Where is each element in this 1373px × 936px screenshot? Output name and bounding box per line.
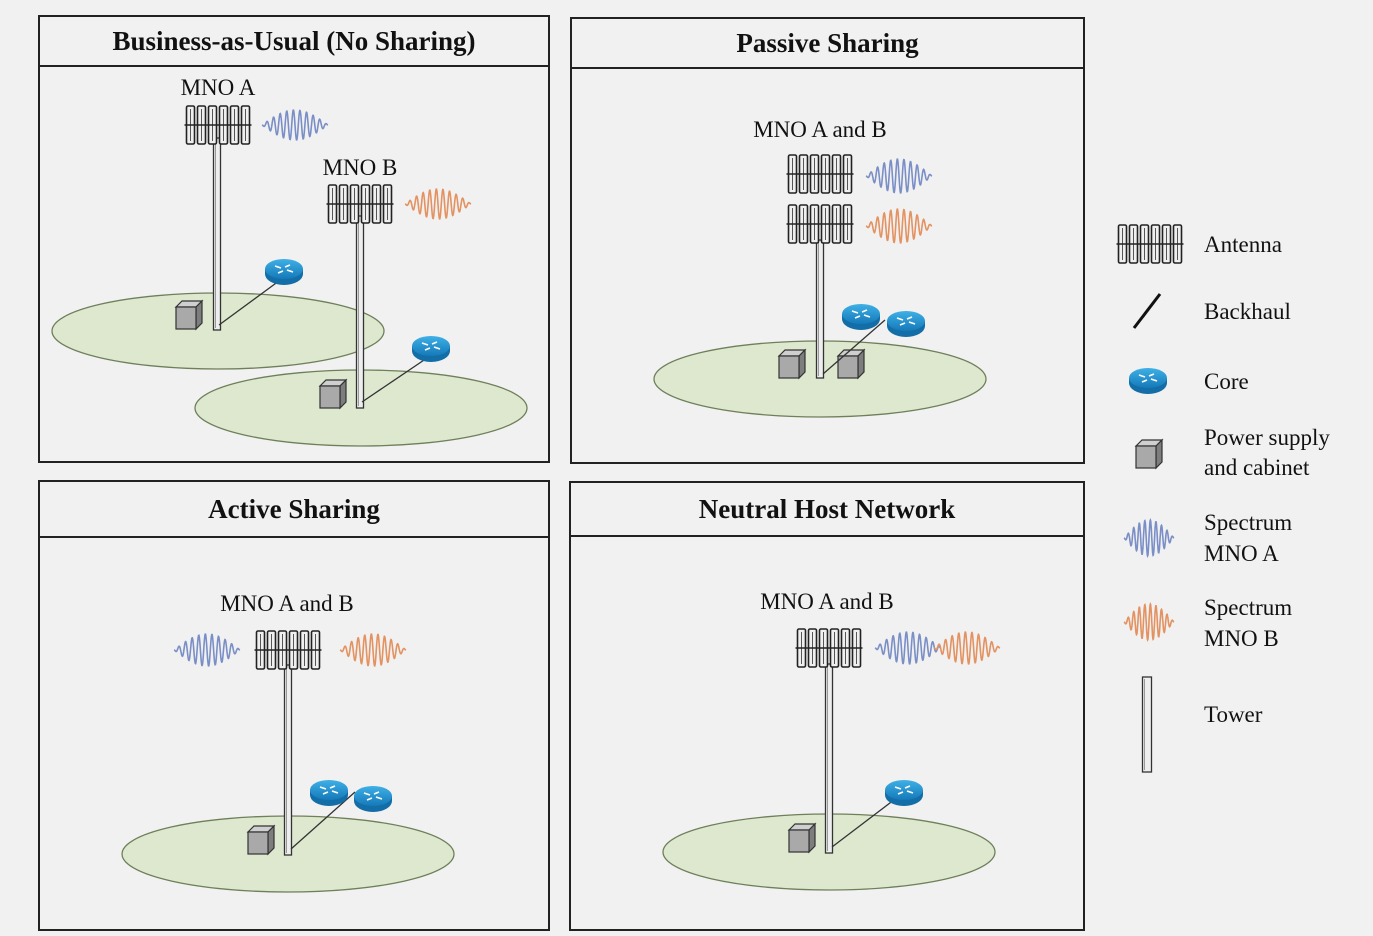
backhaul-link (822, 319, 886, 375)
mno-a-label: MNO A (181, 75, 256, 100)
antenna-icon (795, 628, 863, 668)
core-router-icon (887, 311, 925, 337)
core-router-icon (885, 780, 923, 806)
panel-title: Active Sharing (40, 482, 548, 538)
backhaul-link (361, 355, 431, 403)
panel-title: Neutral Host Network (571, 483, 1083, 537)
tower-icon (283, 664, 293, 856)
legend-antenna-label: Antenna (1204, 232, 1282, 257)
legend-backhaul-label: Backhaul (1204, 299, 1291, 324)
spectrum-a-wave (865, 158, 933, 194)
core-router-icon (265, 259, 303, 285)
cabinet-icon (318, 378, 348, 410)
spectrum-b-wave (933, 631, 1001, 665)
cabinet-icon (777, 348, 807, 380)
tower-icon (824, 663, 834, 854)
legend-power-label-2: and cabinet (1204, 455, 1310, 480)
legend-spectrum-a-label-2: MNO A (1204, 541, 1279, 566)
backhaul-legend-icon (1132, 293, 1162, 329)
core-router-icon (310, 780, 348, 806)
antenna-icon (326, 184, 394, 224)
spectrum-a-wave (173, 633, 241, 667)
legend-spectrum-b-label-2: MNO B (1204, 626, 1279, 651)
backhaul-link (218, 277, 284, 326)
mno-ab-label: MNO A and B (220, 591, 354, 616)
mno-ab-label: MNO A and B (760, 589, 894, 614)
mno-ab-label: MNO A and B (753, 117, 887, 142)
legend-core-label: Core (1204, 369, 1249, 394)
backhaul-link (290, 791, 356, 850)
core-router-icon (412, 336, 450, 362)
mno-b-label: MNO B (323, 155, 398, 180)
spectrum-a-legend-icon (1123, 518, 1175, 558)
spectrum-a-wave (874, 631, 942, 665)
spectrum-b-wave (339, 633, 407, 667)
cabinet-icon (836, 348, 866, 380)
tower-icon (212, 137, 222, 331)
cabinet-icon (246, 824, 276, 856)
spectrum-b-legend-icon (1123, 602, 1175, 642)
cabinet-icon (787, 822, 817, 854)
antenna-icon (254, 630, 322, 670)
tower-icon (1141, 676, 1153, 773)
legend-spectrum-b-label-1: Spectrum (1204, 595, 1293, 620)
cabinet-icon (174, 299, 204, 331)
antenna-icon (786, 154, 854, 194)
tower-icon (355, 215, 365, 409)
antenna-icon (1116, 224, 1184, 264)
legend-tower-label: Tower (1204, 702, 1263, 727)
legend-power-label-1: Power supply (1204, 425, 1330, 450)
legend-spectrum-a-label-1: Spectrum (1204, 510, 1293, 535)
spectrum-b-wave (404, 188, 472, 220)
core-router-icon (1129, 368, 1167, 394)
core-router-icon (842, 304, 880, 330)
panel-title: Business-as-Usual (No Sharing) (40, 17, 548, 67)
antenna-icon (184, 105, 252, 145)
spectrum-a-wave (261, 109, 329, 141)
core-router-icon (354, 786, 392, 812)
tower-icon (815, 239, 825, 379)
spectrum-b-wave (865, 208, 933, 244)
cabinet-icon (1134, 438, 1164, 470)
panel-title: Passive Sharing (572, 19, 1083, 69)
antenna-icon (786, 204, 854, 244)
